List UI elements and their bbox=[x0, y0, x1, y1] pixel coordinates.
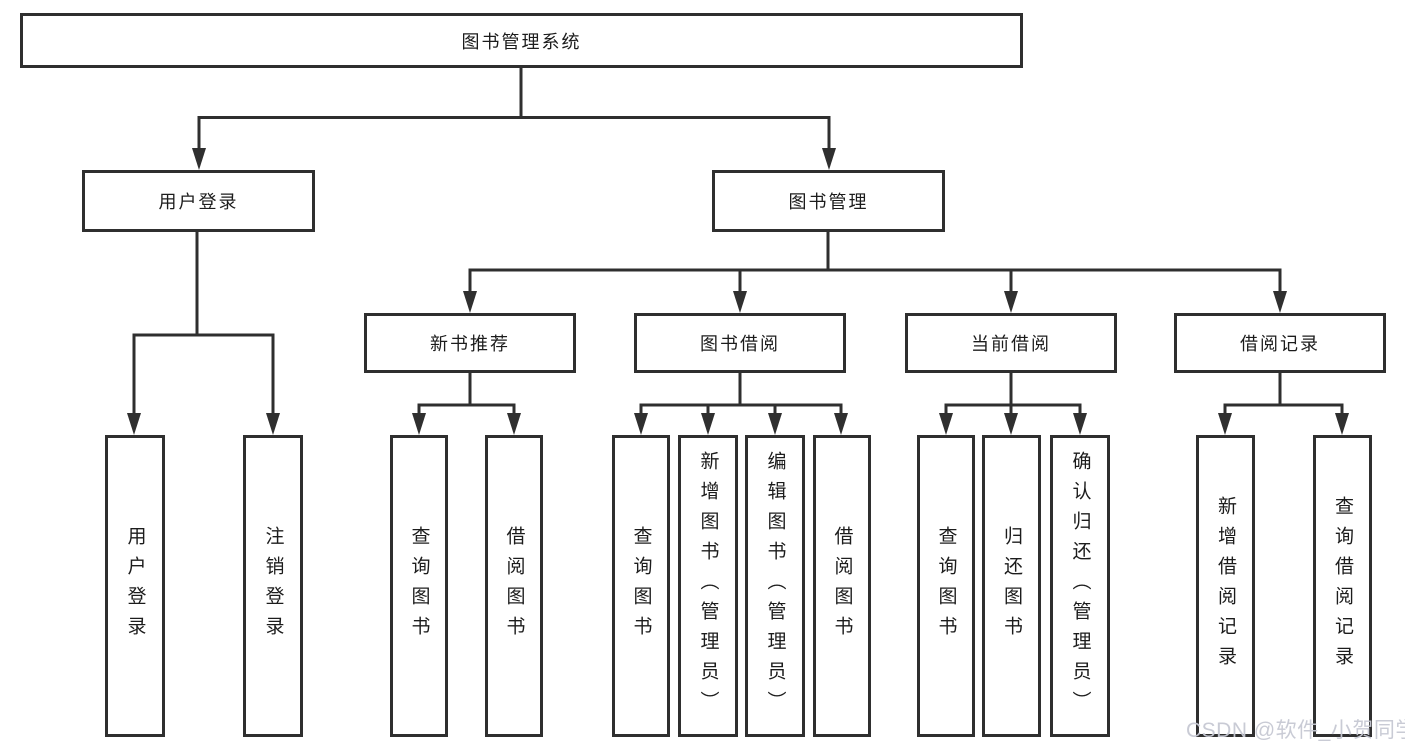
leaf-add-borrowing-record-label: 新增借阅记录 bbox=[1215, 496, 1236, 676]
leaf-return-books-label: 归还图书 bbox=[1001, 526, 1022, 646]
leaf-borrow-books-recommendation-label: 借阅图书 bbox=[503, 526, 525, 646]
node-current-borrowing: 当前借阅 bbox=[905, 313, 1117, 373]
leaf-query-books-recommendation-label: 查询图书 bbox=[408, 526, 430, 646]
leaf-query-borrowing-record-label: 查询借阅记录 bbox=[1332, 496, 1353, 676]
leaf-user-login: 用户登录 bbox=[105, 435, 165, 737]
node-library-management-system: 图书管理系统 bbox=[20, 13, 1023, 68]
leaf-logout-label: 注销登录 bbox=[262, 526, 284, 646]
leaf-borrow-books-borrowing-label: 借阅图书 bbox=[831, 526, 853, 646]
leaf-query-books-borrowing: 查询图书 bbox=[612, 435, 670, 737]
node-new-book-recommendation: 新书推荐 bbox=[364, 313, 576, 373]
leaf-add-borrowing-record: 新增借阅记录 bbox=[1196, 435, 1255, 737]
leaf-logout: 注销登录 bbox=[243, 435, 303, 737]
leaf-query-books-current-label: 查询图书 bbox=[935, 526, 957, 646]
leaf-query-books-borrowing-label: 查询图书 bbox=[630, 526, 652, 646]
leaf-edit-book-admin: 编辑图书（管理员） bbox=[745, 435, 805, 737]
leaf-return-books: 归还图书 bbox=[982, 435, 1041, 737]
leaf-borrow-books-recommendation: 借阅图书 bbox=[485, 435, 543, 737]
leaf-confirm-return-admin-label: 确认归还（管理员） bbox=[1069, 451, 1091, 721]
leaf-add-book-admin: 新增图书（管理员） bbox=[678, 435, 738, 737]
leaf-borrow-books-borrowing: 借阅图书 bbox=[813, 435, 871, 737]
arrowheads bbox=[127, 148, 1349, 435]
leaf-user-login-label: 用户登录 bbox=[124, 526, 146, 646]
node-book-management: 图书管理 bbox=[712, 170, 945, 232]
node-book-borrowing: 图书借阅 bbox=[634, 313, 846, 373]
leaf-confirm-return-admin: 确认归还（管理员） bbox=[1050, 435, 1110, 737]
leaf-query-borrowing-record: 查询借阅记录 bbox=[1313, 435, 1372, 737]
leaf-add-book-admin-label: 新增图书（管理员） bbox=[697, 451, 719, 721]
csdn-watermark: CSDN @软件_小贺同学 bbox=[1186, 719, 1405, 742]
leaf-edit-book-admin-label: 编辑图书（管理员） bbox=[764, 451, 786, 721]
leaf-query-books-current: 查询图书 bbox=[917, 435, 975, 737]
leaf-query-books-recommendation: 查询图书 bbox=[390, 435, 448, 737]
node-borrowing-records: 借阅记录 bbox=[1174, 313, 1386, 373]
node-user-login: 用户登录 bbox=[82, 170, 315, 232]
